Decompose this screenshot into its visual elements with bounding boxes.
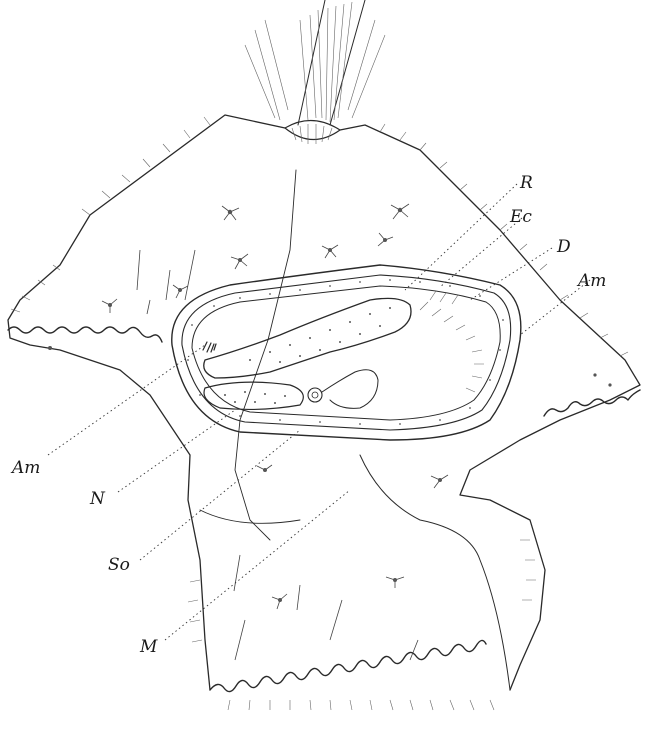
label-R: R bbox=[519, 173, 533, 193]
outer-membrane bbox=[8, 115, 640, 710]
label-Am-right: Am bbox=[576, 271, 606, 291]
label-So: So bbox=[108, 555, 130, 575]
label-Am-left: Am bbox=[10, 458, 40, 478]
stellate-cells bbox=[48, 204, 612, 660]
label-D: D bbox=[556, 237, 571, 257]
label-Ec: Ec bbox=[509, 207, 532, 227]
stalk bbox=[245, 0, 385, 144]
label-M: M bbox=[139, 637, 158, 657]
label-N: N bbox=[89, 489, 106, 509]
embryo bbox=[203, 170, 411, 540]
embryo-capsule bbox=[172, 265, 521, 440]
